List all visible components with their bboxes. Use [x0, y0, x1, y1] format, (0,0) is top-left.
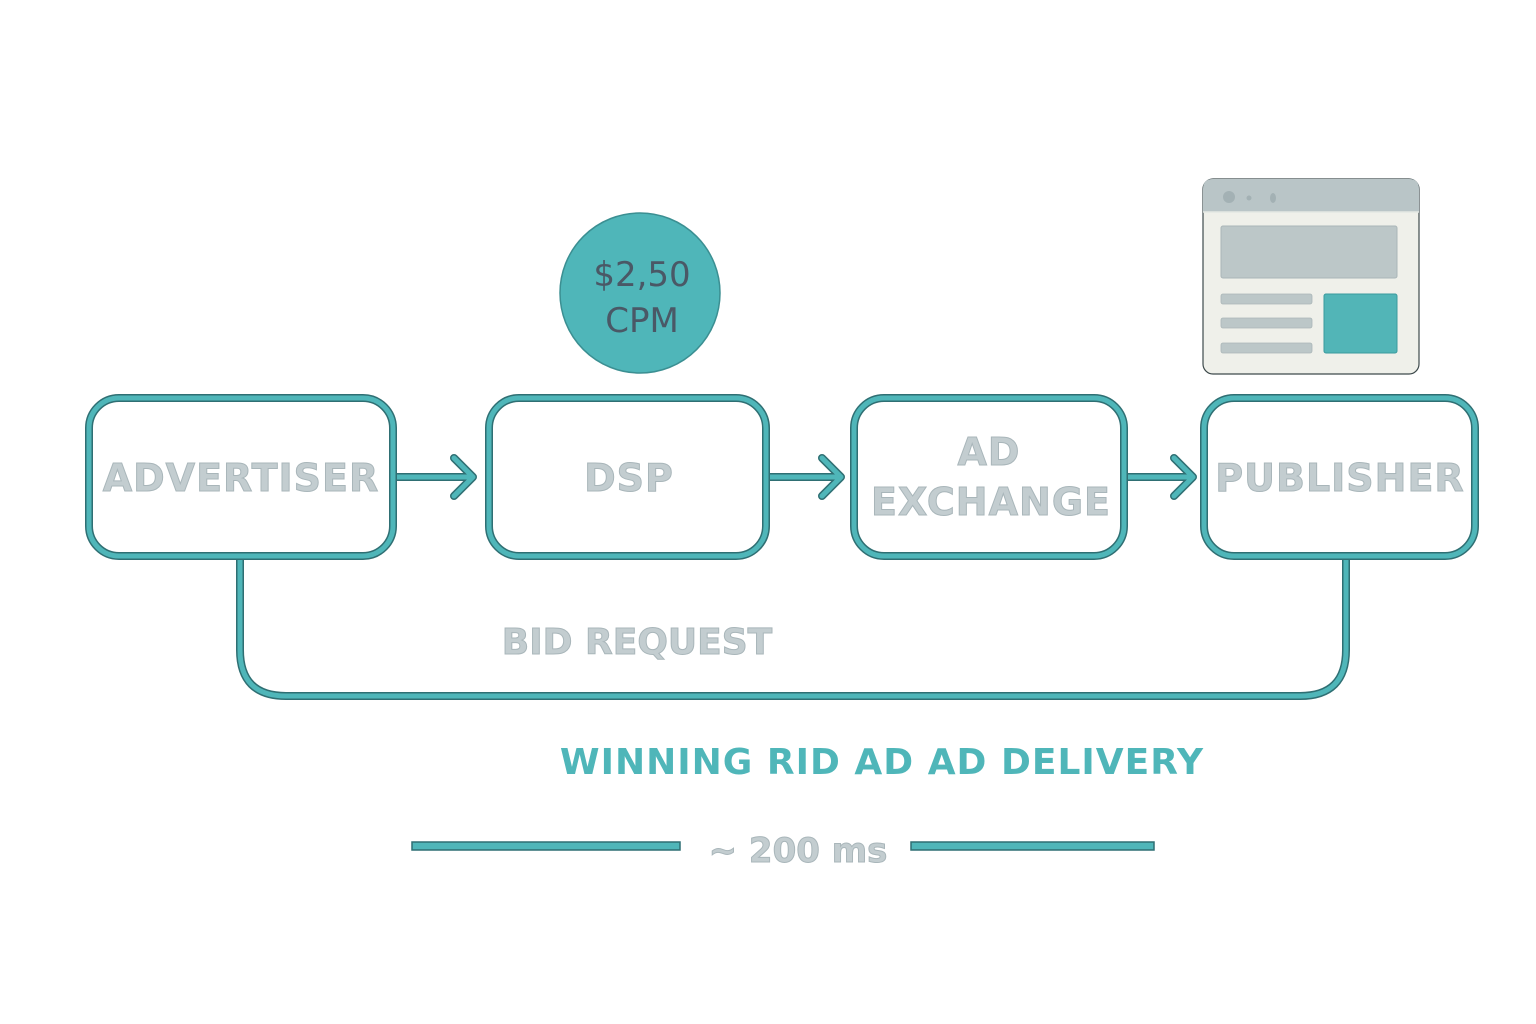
price-badge: $2,50 CPM	[559, 212, 721, 374]
price-unit: CPM	[605, 301, 679, 341]
window-dot	[1270, 193, 1276, 203]
text-line-placeholder	[1220, 293, 1313, 305]
hero-placeholder	[1220, 225, 1398, 279]
window-dot	[1246, 195, 1252, 201]
window-dot	[1223, 191, 1235, 203]
node-publisher[interactable]: PUBLISHER	[1200, 394, 1479, 560]
bid-request-label: BID REQUEST	[502, 622, 773, 663]
node-label-line-1: AD	[958, 430, 1021, 474]
winning-bid-caption: WINNING RID AD AD DELIVERY	[560, 742, 1204, 783]
node-label: ADVERTISER	[103, 456, 380, 500]
node-label: DSP	[584, 456, 674, 500]
node-advertiser[interactable]: ADVERTISER	[85, 394, 397, 560]
price-value: $2,50	[593, 255, 690, 295]
latency-line-right	[910, 841, 1155, 851]
node-ad-exchange[interactable]: AD EXCHANGE	[850, 394, 1128, 560]
arrow-exchange-to-publisher	[1120, 454, 1197, 500]
node-dsp[interactable]: DSP	[485, 394, 770, 560]
ad-slot	[1323, 293, 1398, 354]
arrow-dsp-to-exchange	[763, 454, 845, 500]
latency-line-left	[411, 841, 681, 851]
latency-label: ~ 200 ms	[709, 831, 888, 871]
node-label: PUBLISHER	[1215, 456, 1464, 500]
node-label-line-2: EXCHANGE	[871, 480, 1111, 524]
latency-indicator: ~ 200 ms	[411, 831, 1155, 872]
bid-request-loop	[236, 556, 1350, 700]
text-line-placeholder	[1220, 342, 1313, 354]
text-line-placeholder	[1220, 317, 1313, 329]
browser-window-icon	[1202, 178, 1420, 375]
arrow-advertiser-to-dsp	[390, 454, 477, 500]
